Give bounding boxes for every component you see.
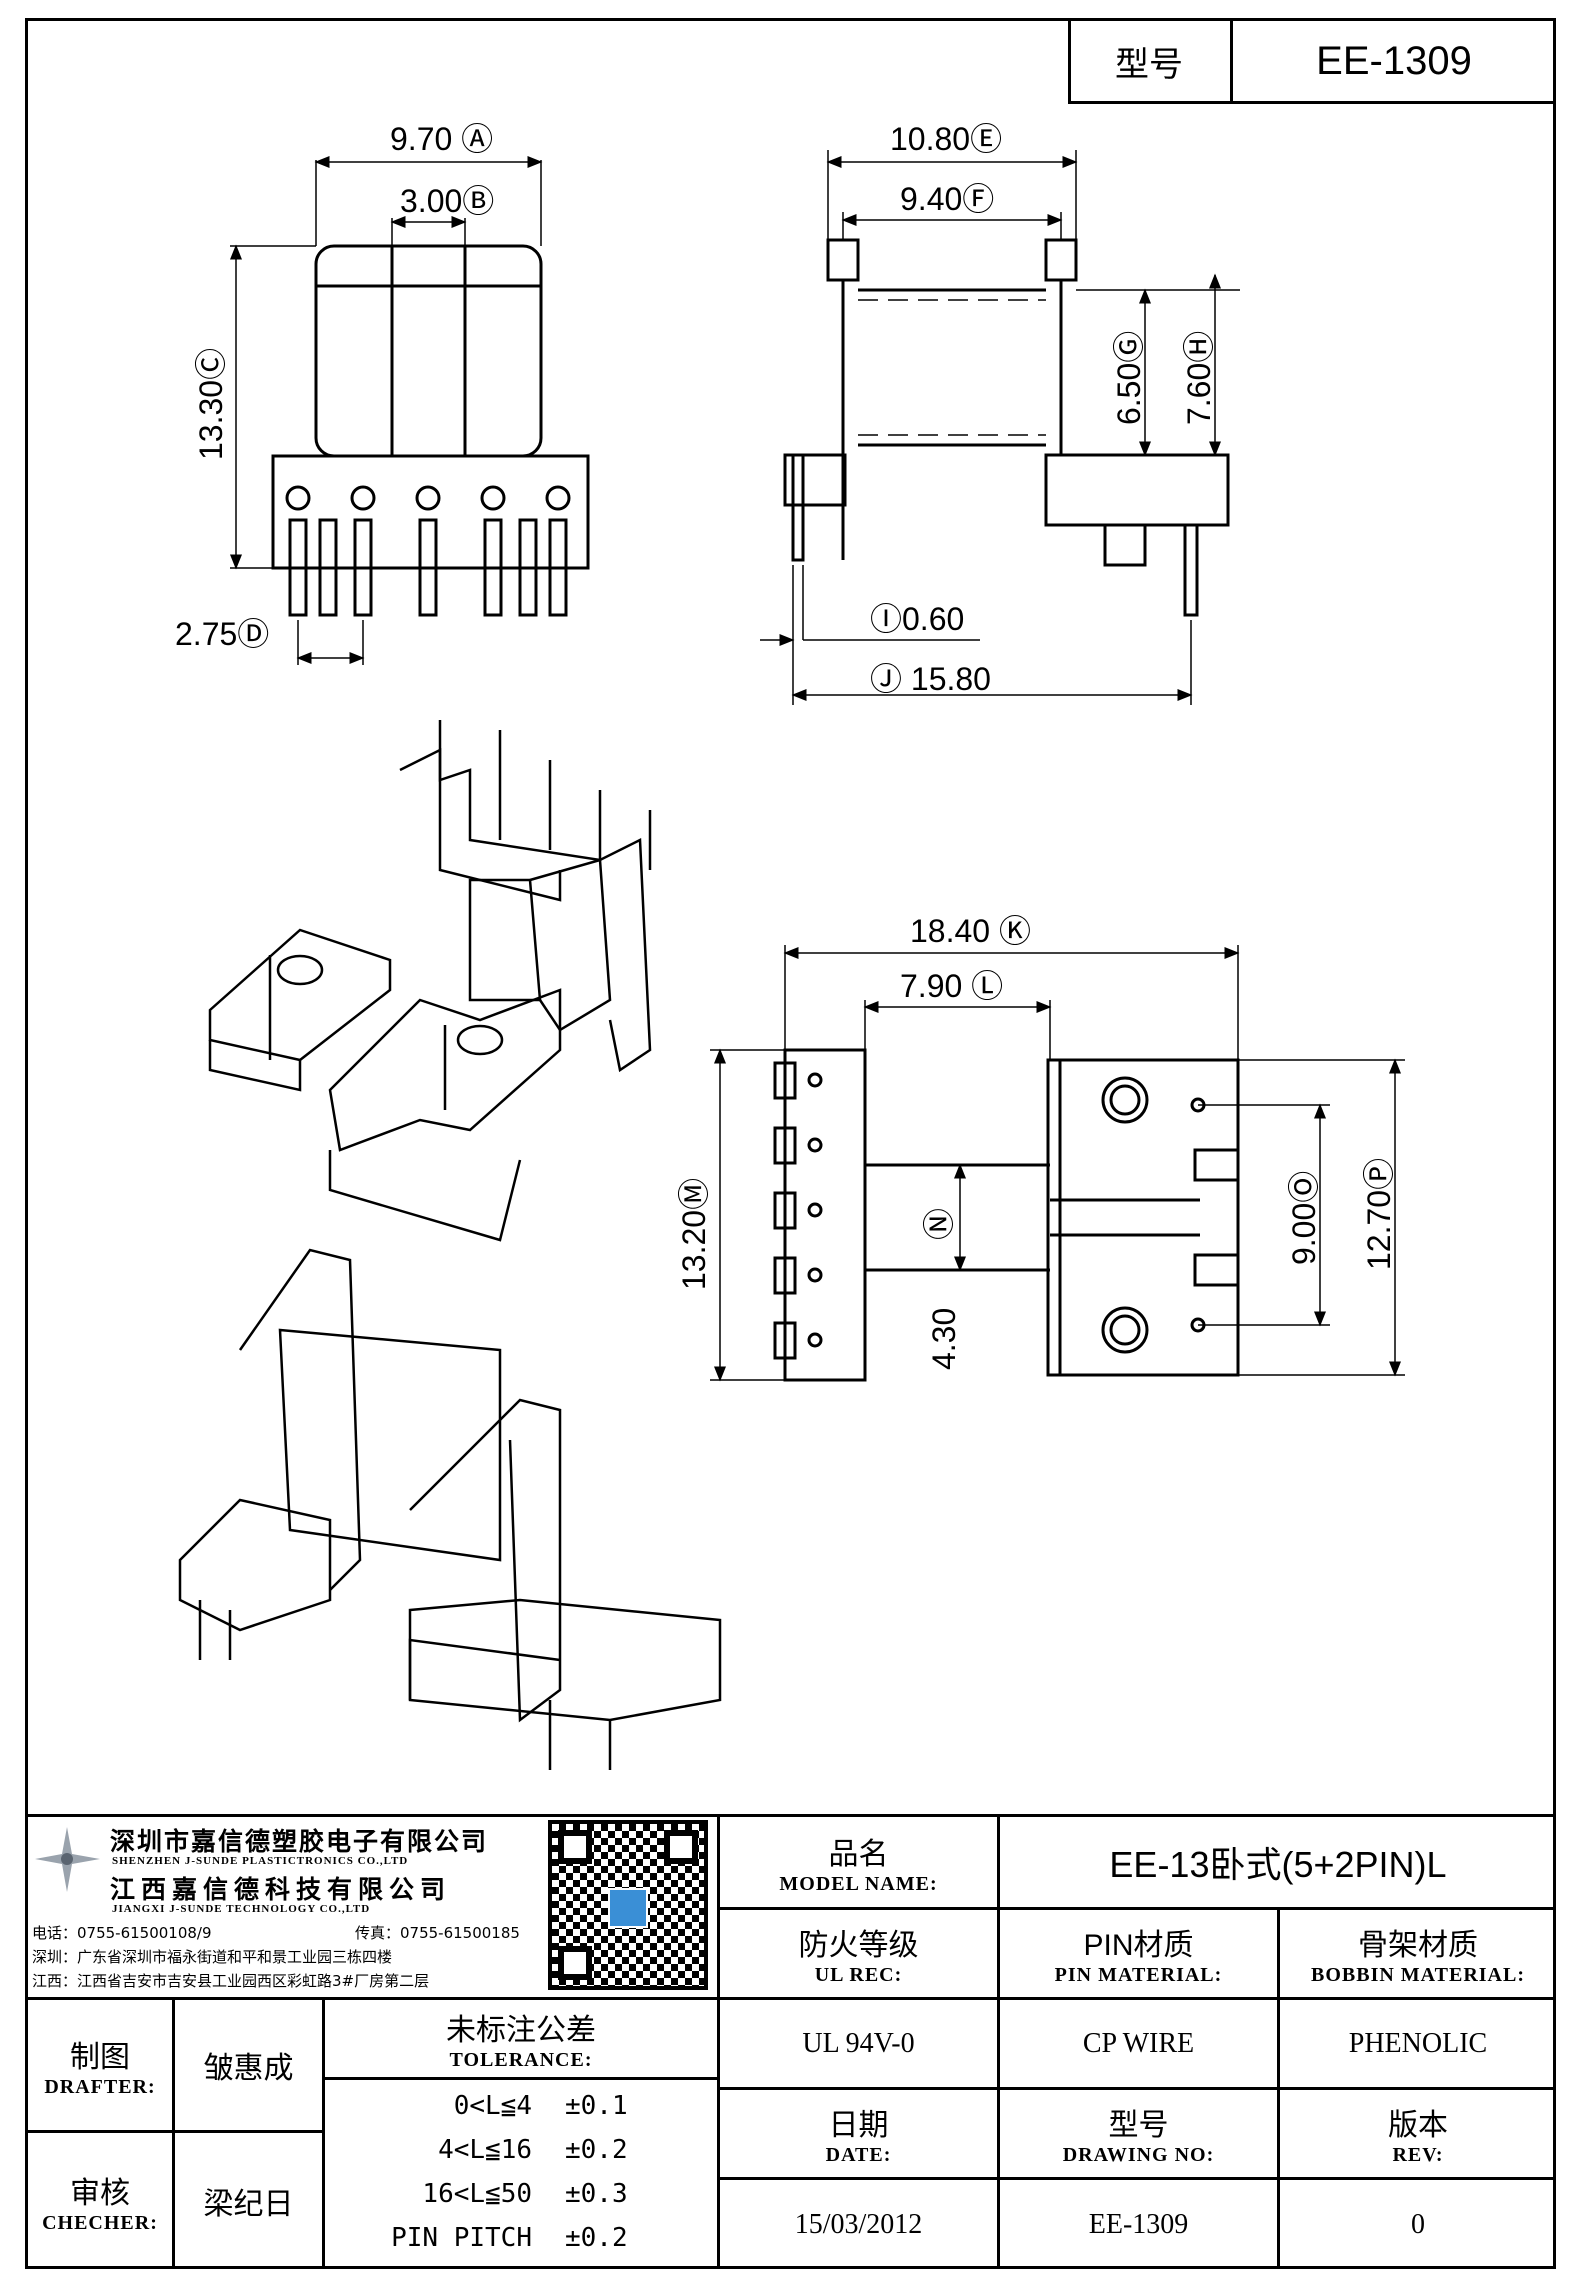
drafter-label: 制图 DRAFTER:	[28, 2000, 172, 2130]
dim-b-text: 3.00Ⓑ	[400, 183, 494, 219]
checker-name: 梁纪日	[203, 2188, 294, 2221]
dim-f-text: 9.40Ⓕ	[900, 181, 994, 217]
company-address-shenzhen: 深圳：广东省深圳市福永街道和平和景工业园三栋四楼	[32, 1948, 393, 1966]
date-label: 日期 DATE:	[720, 2090, 997, 2177]
isometric-view-bottom	[178, 1248, 722, 1770]
ul-value: UL 94V-0	[802, 2027, 915, 2059]
tolerance-range: 4<L≦16	[438, 2135, 532, 2165]
date-en: DATE:	[825, 2144, 892, 2166]
header-model-value: EE-1309	[1316, 38, 1472, 83]
drafter-en: DRAFTER:	[44, 2075, 156, 2098]
date-cn: 日期	[828, 2109, 889, 2142]
tolerance-row: 4<L≦16 ±0.2	[325, 2129, 717, 2173]
pin-cn: PIN材质	[1083, 1929, 1194, 1962]
tolerance-value: ±0.2	[565, 2135, 628, 2165]
drawing-no-cn: 型号	[1108, 2109, 1169, 2142]
company-logo	[30, 1822, 105, 1897]
header-box	[1068, 18, 1556, 104]
front-view	[230, 156, 590, 665]
qr-code-icon	[548, 1820, 708, 1990]
drafter-cn: 制图	[70, 2040, 130, 2074]
tolerance-row: PIN PITCH ±0.2	[325, 2217, 717, 2261]
dim-i-text: Ⓘ0.60	[870, 601, 964, 637]
drawing-no-value: EE-1309	[1088, 2208, 1189, 2240]
model-name-en: MODEL NAME:	[779, 1872, 938, 1895]
tolerance-value: ±0.2	[565, 2223, 628, 2253]
technical-drawing: 9.70 Ⓐ 3.00Ⓑ 13.30Ⓒ 2.75Ⓓ 10.80Ⓔ 9.40Ⓕ 6…	[175, 121, 1405, 1770]
tolerance-header: 未标注公差 TOLERANCE:	[325, 2000, 717, 2077]
dim-e-text: 10.80Ⓔ	[890, 121, 1002, 157]
dim-p-text: 12.70Ⓟ	[1361, 1158, 1397, 1270]
company-phone: 电话：0755-61500108/9	[32, 1924, 212, 1942]
rev-value: 0	[1411, 2208, 1425, 2240]
ul-label: 防火等级 UL REC:	[720, 1910, 997, 1997]
company-name-shenzhen: 深圳市嘉信德塑胶电子有限公司	[110, 1827, 489, 1856]
rev-label: 版本 REV:	[1280, 2090, 1556, 2177]
date-value: 15/03/2012	[794, 2208, 923, 2240]
tolerance-row: 16<L≦50 ±0.3	[325, 2173, 717, 2217]
dim-d-text: 2.75Ⓓ	[175, 616, 269, 652]
drawing-no-en: DRAWING NO:	[1062, 2144, 1215, 2166]
bottom-view	[710, 945, 1405, 1382]
rev-en: REV:	[1392, 2144, 1444, 2166]
dim-m-text: 13.20Ⓜ	[676, 1178, 712, 1290]
company-name-shenzhen-en: SHENZHEN J-SUNDE PLASTICTRONICS CO.,LTD	[112, 1855, 409, 1867]
dim-n-text: 4.30	[926, 1308, 962, 1370]
drawing-frame	[25, 18, 1556, 2269]
logo-star-icon	[35, 1827, 100, 1892]
tolerance-value: ±0.1	[565, 2091, 628, 2121]
dim-g-text: 6.50Ⓖ	[1111, 331, 1147, 425]
dim-n-marker: Ⓝ	[921, 1208, 957, 1240]
rev-cn: 版本	[1388, 2109, 1448, 2142]
tolerance-value: ±0.3	[565, 2179, 628, 2209]
company-name-jiangxi-en: JIANGXI J-SUNDE TECHNOLOGY CO.,LTD	[112, 1903, 371, 1915]
tolerance-en: TOLERANCE:	[449, 2049, 593, 2071]
tolerance-range: 0<L≦4	[453, 2091, 532, 2121]
checker-cn: 审核	[70, 2176, 130, 2210]
model-name-label: 品名 MODEL NAME:	[720, 1817, 997, 1907]
isometric-view-top	[208, 720, 652, 1242]
bobbin-material-value: PHENOLIC	[1348, 2027, 1488, 2059]
model-name-value: EE-13卧式(5+2PIN)L	[1109, 1844, 1447, 1885]
tolerance-range: 16<L≦50	[422, 2179, 532, 2209]
bobbin-cn: 骨架材质	[1358, 1929, 1478, 1962]
dim-o-text: 9.00Ⓞ	[1286, 1171, 1322, 1265]
ul-en: UL REC:	[814, 1964, 903, 1986]
dim-h-text: 7.60Ⓗ	[1181, 331, 1217, 425]
pin-en: PIN MATERIAL:	[1054, 1964, 1223, 1986]
dim-l-text: 7.90 Ⓛ	[900, 968, 1003, 1004]
drawing-no-label: 型号 DRAWING NO:	[1000, 2090, 1277, 2177]
dim-a-text: 9.70 Ⓐ	[390, 121, 493, 157]
bobbin-material-label: 骨架材质 BOBBIN MATERIAL:	[1280, 1910, 1556, 1997]
side-view	[760, 150, 1240, 705]
model-name-cn: 品名	[828, 1837, 889, 1871]
company-name-jiangxi: 江西嘉信德科技有限公司	[110, 1875, 452, 1904]
bobbin-en: BOBBIN MATERIAL:	[1311, 1964, 1525, 1986]
checker-label: 审核 CHECHER:	[28, 2133, 172, 2269]
company-address-jiangxi: 江西：江西省吉安市吉安县工业园西区彩虹路3#厂房第二层	[32, 1972, 430, 1990]
pin-material-value: CP WIRE	[1082, 2027, 1195, 2059]
tolerance-range: PIN PITCH	[391, 2223, 532, 2253]
tolerance-cn: 未标注公差	[446, 2014, 596, 2047]
pin-material-label: PIN材质 PIN MATERIAL:	[1000, 1910, 1277, 1997]
tolerance-row: 0<L≦4 ±0.1	[325, 2085, 717, 2129]
company-fax: 传真：0755-61500185	[355, 1924, 520, 1942]
dim-k-text: 18.40 Ⓚ	[910, 913, 1031, 949]
drafter-name: 皱惠成	[203, 2052, 294, 2085]
ul-cn: 防火等级	[798, 1929, 919, 1962]
dim-j-text: Ⓙ 15.80	[870, 661, 991, 697]
header-model-label: 型号	[1115, 44, 1183, 85]
dim-c-text: 13.30Ⓒ	[193, 348, 229, 460]
checker-en: CHECHER:	[42, 2211, 158, 2234]
